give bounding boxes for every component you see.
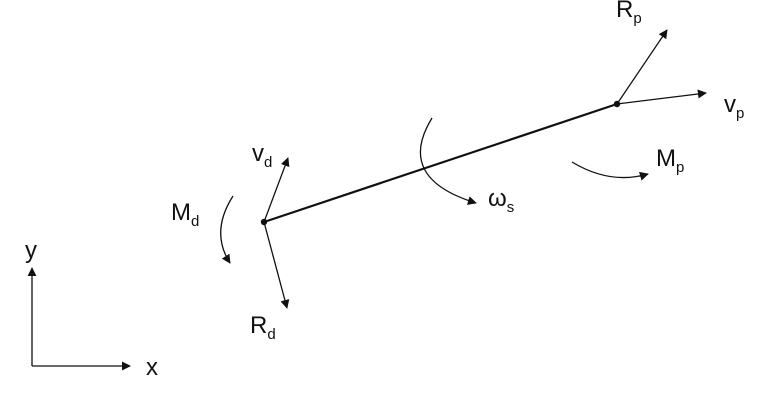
mp-moment-arrow bbox=[571, 161, 649, 181]
md-moment-arrow bbox=[220, 195, 234, 264]
omega-s-rotation-arrow bbox=[419, 117, 477, 205]
rp-force-arrow bbox=[616, 29, 668, 105]
rd-force-arrow bbox=[263, 221, 290, 309]
rp-label: Rp bbox=[616, 0, 642, 27]
y-axis-label: y bbox=[25, 237, 37, 264]
rd-label: Rd bbox=[250, 312, 276, 343]
vp-velocity-arrow bbox=[616, 89, 707, 105]
omega-s-label: ωs bbox=[488, 185, 514, 216]
vp-label: vp bbox=[724, 91, 744, 122]
x-axis-label: x bbox=[146, 354, 158, 381]
mp-label: Mp bbox=[656, 145, 684, 176]
rod-line bbox=[263, 102, 618, 224]
vd-velocity-arrow bbox=[263, 157, 290, 223]
vd-label: vd bbox=[252, 140, 272, 171]
md-label: Md bbox=[171, 199, 199, 230]
